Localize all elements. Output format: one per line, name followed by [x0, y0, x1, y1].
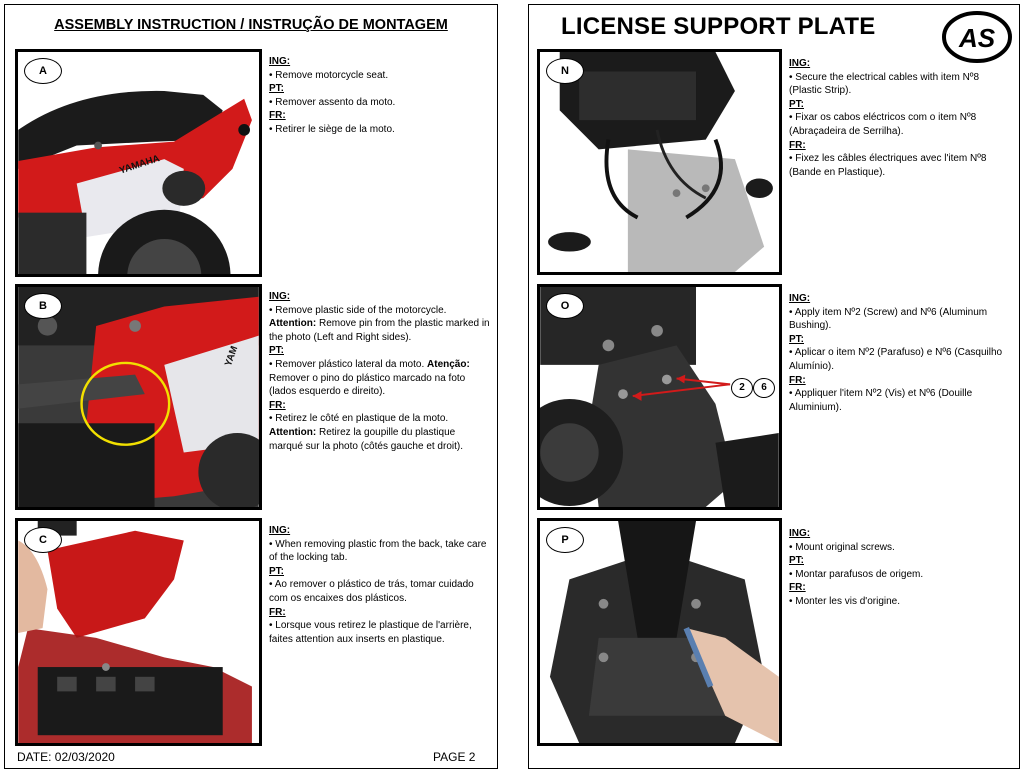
ing-label: ING:	[269, 291, 291, 302]
ing-text: • Apply item Nº2 (Screw) and Nº6 (Alumin…	[789, 306, 988, 332]
step-o-photo: O 2 6	[537, 284, 782, 510]
ing-label: ING:	[269, 56, 291, 67]
ing-text: • Remove motorcycle seat.	[269, 69, 389, 81]
pt-label: PT:	[269, 83, 284, 95]
pt-text: • Aplicar o item Nº2 (Parafuso) e Nº6 (C…	[789, 347, 1003, 372]
cable-routing-image	[540, 52, 779, 272]
fr-text: • Retirer le siège de la moto.	[269, 123, 395, 135]
pt-attention-label: Atenção:	[427, 358, 470, 370]
ing-text: • Remove plastic side of the motorcycle.	[269, 304, 447, 316]
callout-item-2: 2	[731, 378, 753, 398]
step-a-photo: YAMAHA A	[15, 49, 262, 277]
step-c-instructions: ING: • When removing plastic from the ba…	[269, 524, 491, 646]
pt-label: PT:	[269, 565, 284, 577]
step-badge-b: B	[24, 293, 62, 319]
step-b-photo: YAM B	[15, 284, 262, 510]
step-o-instructions: ING: • Apply item Nº2 (Screw) and Nº6 (A…	[789, 292, 1009, 414]
footer-page-number: PAGE 2	[433, 750, 476, 764]
pt-text: • Remover plástico lateral da moto.	[269, 358, 428, 370]
fr-text: • Lorsque vous retirez le plastique de l…	[269, 620, 472, 645]
fr-label: FR:	[789, 374, 806, 386]
callout-item-6: 6	[753, 378, 775, 398]
fr-text: • Monter les vis d'origine.	[789, 595, 901, 607]
rear-plastic-image	[18, 521, 259, 743]
step-badge-o: O	[546, 293, 584, 319]
fr-attention-label: Attention:	[269, 426, 317, 438]
pt-text: • Montar parafusos de origem.	[789, 568, 924, 580]
step-p-photo: P	[537, 518, 782, 746]
fr-text: • Fixez les câbles électriques avec l'it…	[789, 153, 987, 178]
left-page: ASSEMBLY INSTRUCTION / INSTRUÇÃO DE MONT…	[4, 4, 498, 769]
footer-date: DATE: 02/03/2020	[17, 750, 115, 764]
ing-label: ING:	[789, 58, 811, 69]
ing-attention-text: Remove pin from the plastic marked in th…	[269, 318, 490, 343]
step-badge-c: C	[24, 527, 62, 553]
fr-text: • Appliquer l'item Nº2 (Vis) et Nº6 (Dou…	[789, 388, 973, 413]
step-badge-n: N	[546, 58, 584, 84]
seat-removal-image: YAMAHA	[18, 52, 259, 274]
pt-text: • Remover assento da moto.	[269, 96, 396, 108]
fr-label: FR:	[789, 139, 806, 151]
as-logo: AS	[941, 9, 1013, 65]
step-p-instructions: ING: • Mount original screws. PT: • Mont…	[789, 527, 1009, 609]
right-page: LICENSE SUPPORT PLATE AS N ING: • Secure…	[528, 4, 1020, 769]
pt-text: • Ao remover o plástico de trás, tomar c…	[269, 579, 474, 604]
step-badge-a: A	[24, 58, 62, 84]
step-badge-p: P	[546, 527, 584, 553]
fr-label: FR:	[269, 606, 286, 618]
fr-text: • Retirez le côté en plastique de la mot…	[269, 413, 449, 425]
side-plastic-image: YAM	[18, 287, 259, 507]
ing-label: ING:	[269, 525, 291, 536]
ing-text: • Secure the electrical cables with item…	[789, 71, 980, 97]
step-n-instructions: ING: • Secure the electrical cables with…	[789, 57, 1009, 179]
pt-text: • Fixar os cabos eléctricos com o item N…	[789, 112, 977, 137]
pt-label: PT:	[789, 333, 804, 345]
step-a-instructions: ING: • Remove motorcycle seat. PT: • Rem…	[269, 55, 491, 137]
ing-attention-label: Attention:	[269, 318, 317, 330]
page-header: ASSEMBLY INSTRUCTION / INSTRUÇÃO DE MONT…	[54, 17, 448, 33]
ing-text: • Mount original screws.	[789, 541, 895, 553]
ing-label: ING:	[789, 293, 811, 304]
pt-label: PT:	[789, 98, 804, 110]
logo-text: AS	[958, 23, 996, 53]
step-c-photo: C	[15, 518, 262, 746]
pt-label: PT:	[789, 555, 804, 567]
ing-label: ING:	[789, 528, 811, 539]
pt-label: PT:	[269, 345, 284, 357]
step-b-instructions: ING: • Remove plastic side of the motorc…	[269, 290, 491, 453]
ing-text: • When removing plastic from the back, t…	[269, 538, 487, 564]
fr-attention-text: Retirez la goupille du plastique marqué …	[269, 426, 463, 452]
fr-label: FR:	[789, 582, 806, 594]
highlight-circle	[80, 361, 171, 446]
pt-attention-text: Remover o pino do plástico marcado na fo…	[269, 372, 466, 398]
fr-label: FR:	[269, 110, 286, 122]
page-title: LICENSE SUPPORT PLATE	[561, 13, 876, 40]
step-n-photo: N	[537, 49, 782, 275]
fr-label: FR:	[269, 399, 286, 411]
original-screws-image	[540, 521, 779, 743]
